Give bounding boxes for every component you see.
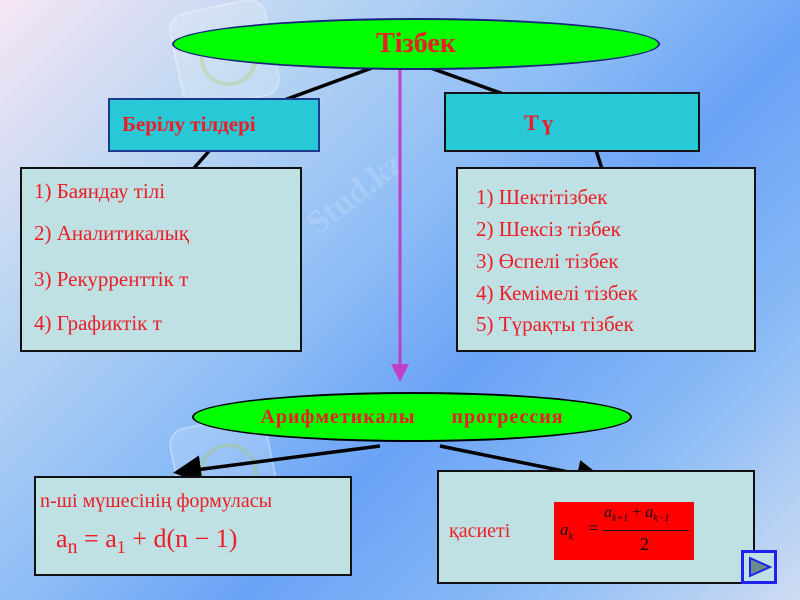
list-item: 5) Түрақты тізбек: [476, 312, 634, 336]
main-concept-title: Тізбек: [376, 28, 456, 59]
main-concept-ellipse: Тізбек: [172, 18, 660, 70]
list-item: 1) Шектітізбек: [476, 185, 608, 209]
progression-title-left: Арифметикалы: [260, 405, 416, 428]
types-item5-overflow: ты тізбек: [552, 312, 634, 336]
types-item5-overflow: ра: [522, 312, 542, 336]
nth-term-panel: n-ші мүшесінің формуласы an = a1 + d(n −…: [34, 476, 352, 576]
arrow-to-bottom-left: [173, 444, 381, 484]
types-label: Т: [524, 110, 539, 135]
next-slide-button[interactable]: [741, 550, 777, 584]
definition-methods-label: Берілу тілдері: [122, 112, 256, 136]
arithmetic-progression-ellipse: Арифметикалы прогрессия: [192, 392, 632, 442]
types-header: Т ү: [444, 92, 700, 152]
list-item: 2) Аналитикалық: [34, 221, 189, 245]
property-panel: қасиеті ak = ak+1 + ak−1 2: [437, 470, 755, 584]
next-slide-icon: [749, 556, 773, 578]
property-label: қасиеті: [449, 520, 511, 542]
nth-term-label: n-ші мүшесінің формуласы: [40, 490, 273, 512]
list-item: 2) Шексіз тізбек: [476, 217, 621, 241]
list-item: 4) Кемімелі тізбек: [476, 281, 638, 305]
definition-methods-header: Берілу тілдері: [108, 98, 320, 152]
list-item: 3) Рекурренттік т: [34, 267, 189, 291]
types-item5-overflow: ү: [511, 312, 523, 336]
fraction-bar: [603, 530, 689, 531]
list-item: 1) Баяндау тілі: [34, 179, 166, 203]
progression-title-right: прогрессия: [451, 405, 564, 428]
types-overflow-char: ү: [542, 110, 553, 135]
list-item: 3) Өспелі тізбек: [476, 249, 619, 273]
overflow-k: қ: [178, 221, 189, 245]
types-panel: 1) Шектітізбек 2) Шексіз тізбек 3) Өспел…: [456, 167, 756, 352]
list-item: 4) Графиктік т: [34, 311, 162, 335]
nth-term-formula: an = a1 + d(n − 1): [56, 524, 238, 559]
types-item5-overflow: қ: [541, 312, 553, 336]
definition-methods-panel: 1) Баяндау тілі 2) Аналитикалық 3) Рекур…: [20, 167, 302, 352]
property-formula: ak = ak+1 + ak−1 2: [554, 502, 694, 560]
